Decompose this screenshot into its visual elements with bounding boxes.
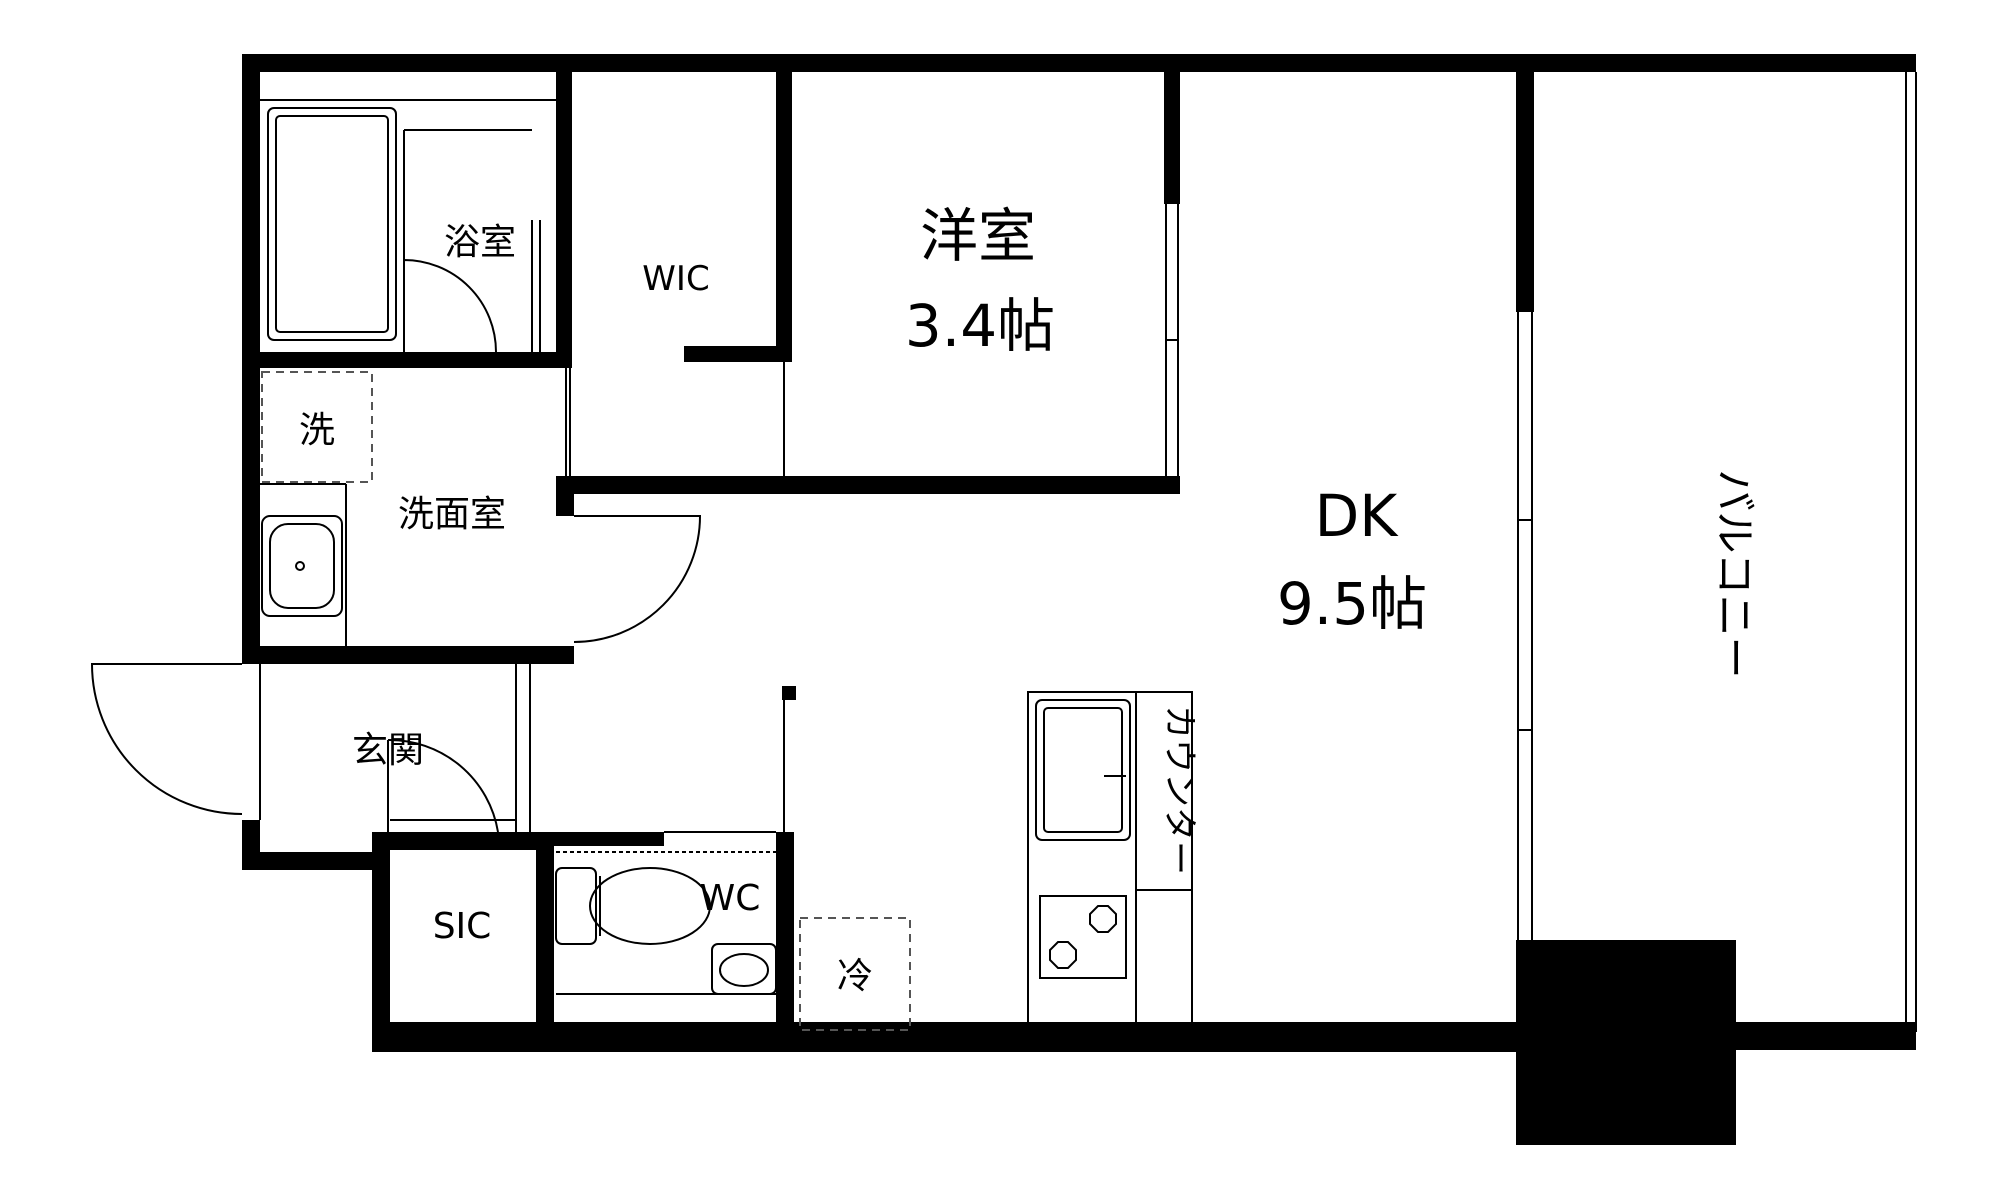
label-washer: 洗 <box>299 410 335 451</box>
washbasin <box>261 515 343 617</box>
label-western-room: 洋室 <box>920 202 1036 270</box>
stove <box>1039 895 1127 979</box>
sic-door <box>387 738 499 833</box>
appliance-spaces <box>261 371 911 1031</box>
kitchen-sink <box>1035 699 1131 841</box>
label-counter: カウンター <box>1159 705 1199 875</box>
label-fridge: 冷 <box>837 956 873 997</box>
label-sic: SIC <box>433 906 492 947</box>
front-door <box>90 663 243 815</box>
label-balcony: バルコニー <box>1710 469 1759 678</box>
bath-door <box>403 258 497 353</box>
thin-lines <box>259 72 1917 1033</box>
washer-space <box>261 371 373 483</box>
room-labels: 浴室 WIC 洋室 3.4帖 洗 洗面室 DK 9.5帖 バルコニー カウンター… <box>299 202 1759 997</box>
bathtub <box>267 107 397 341</box>
label-dk-size: 9.5帖 <box>1277 570 1427 638</box>
label-wc: WC <box>700 878 761 919</box>
label-wic: WIC <box>642 259 709 299</box>
washroom-door <box>573 515 702 643</box>
label-washroom: 洗面室 <box>398 494 506 535</box>
toilet <box>555 867 597 945</box>
walls <box>242 54 1916 1145</box>
fixtures <box>261 107 1193 1033</box>
label-entrance: 玄関 <box>352 730 424 771</box>
label-dk: DK <box>1315 482 1400 550</box>
kitchen-counter <box>1027 691 1193 1033</box>
label-western-room-size: 3.4帖 <box>905 292 1055 360</box>
doors <box>90 258 702 833</box>
label-bath: 浴室 <box>444 222 516 263</box>
